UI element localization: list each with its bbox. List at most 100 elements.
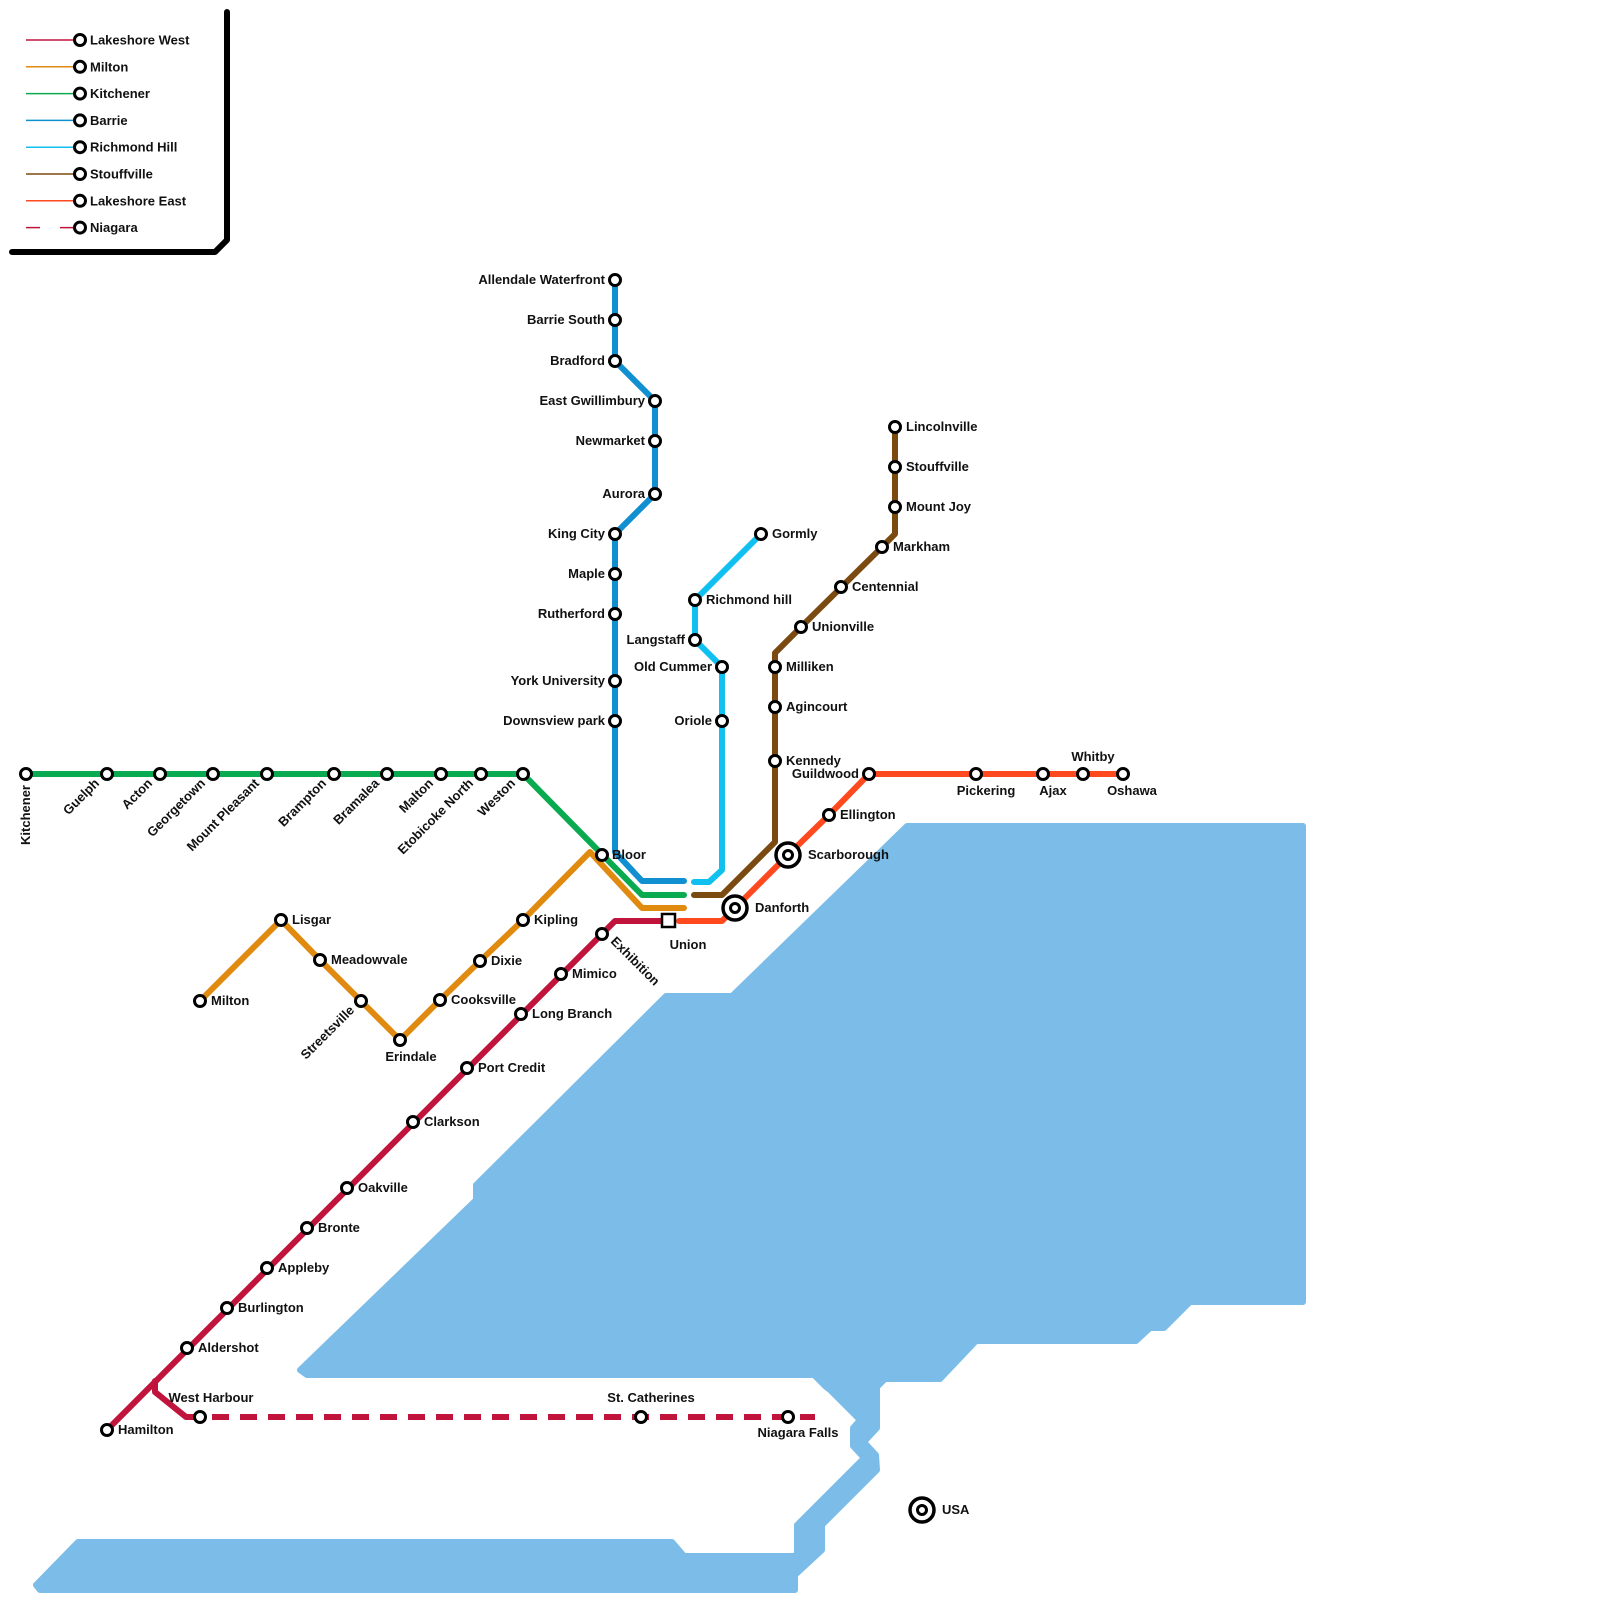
station-kitchener[interactable] [19,767,33,781]
station-oriole[interactable] [715,714,729,728]
station-dixie[interactable] [473,954,487,968]
station-kipling[interactable] [516,913,530,927]
station-lisgar[interactable] [274,913,288,927]
station-lincolnville[interactable] [888,420,902,434]
station-guelph[interactable] [100,767,114,781]
station-exhibition[interactable] [595,927,609,941]
station-agincourt[interactable] [768,700,782,714]
station-aurora[interactable] [648,487,662,501]
station-richmond-hill[interactable] [688,593,702,607]
station-bloor[interactable] [595,848,609,862]
station-clarkson[interactable] [406,1115,420,1129]
station-kennedy[interactable] [768,754,782,768]
station-etobicoke-north[interactable] [474,767,488,781]
label-guildwood: Guildwood [792,766,859,781]
station-centennial[interactable] [834,580,848,594]
legend-label: Lakeshore East [90,193,187,208]
station-rutherford[interactable] [608,607,622,621]
label-st-catherines: St. Catherines [607,1390,694,1405]
station-york-university[interactable] [608,674,622,688]
station-georgetown[interactable] [206,767,220,781]
label-kitchener: Kitchener [18,785,33,845]
station-union[interactable] [660,912,677,929]
station-whitby[interactable] [1076,767,1090,781]
station-bradford[interactable] [608,354,622,368]
station-stouffville[interactable] [888,460,902,474]
station-king-city[interactable] [608,527,622,541]
legend-item-stouffville: Stouffville [26,167,153,182]
station-cooksville[interactable] [433,993,447,1007]
station-scarborough[interactable] [774,841,802,869]
station-acton[interactable] [153,767,167,781]
station-west-harbour[interactable] [193,1410,207,1424]
label-bronte: Bronte [318,1220,360,1235]
station-oakville[interactable] [340,1181,354,1195]
label-ellington: Ellington [840,807,896,822]
legend-label: Stouffville [90,167,153,182]
station-danforth[interactable] [721,894,749,922]
station-gormly[interactable] [754,527,768,541]
station-hamilton[interactable] [100,1423,114,1437]
label-kipling: Kipling [534,912,578,927]
label-brampton: Brampton [275,775,329,829]
station-mount-pleasant[interactable] [260,767,274,781]
station-markham[interactable] [875,540,889,554]
station-mount-joy[interactable] [888,500,902,514]
station-streetsville[interactable] [354,994,368,1008]
station-milliken[interactable] [768,660,782,674]
label-bloor: Bloor [612,847,646,862]
station-st-catherines[interactable] [634,1410,648,1424]
station-milton[interactable] [193,994,207,1008]
station-bronte[interactable] [300,1221,314,1235]
station-meadowvale[interactable] [313,953,327,967]
label-cooksville: Cooksville [451,992,516,1007]
station-ellington[interactable] [822,808,836,822]
station-guildwood[interactable] [862,767,876,781]
station-maple[interactable] [608,567,622,581]
station-erindale[interactable] [393,1033,407,1047]
label-mimico: Mimico [572,966,617,981]
station-langstaff[interactable] [688,633,702,647]
richmond-hill-line [691,531,764,885]
legend-label: Niagara [90,220,138,235]
label-downsview-park: Downsview park [503,713,606,728]
label-scarborough: Scarborough [808,847,889,862]
legend-item-milton: Milton [26,59,128,74]
station-burlington[interactable] [220,1301,234,1315]
station-bramalea[interactable] [380,767,394,781]
station-newmarket[interactable] [648,434,662,448]
station-barrie-south[interactable] [608,313,622,327]
station-east-gwillimbury[interactable] [648,394,662,408]
legend-station-marker [73,59,87,74]
station-pickering[interactable] [969,767,983,781]
legend-label: Lakeshore West [90,33,190,48]
lake-ontario [33,823,1306,1593]
station-downsview-park[interactable] [608,714,622,728]
label-barrie-south: Barrie South [527,312,605,327]
station-aldershot[interactable] [180,1341,194,1355]
label-meadowvale: Meadowvale [331,952,408,967]
legend-item-richmond-hill: Richmond Hill [26,140,177,155]
label-ajax: Ajax [1039,783,1067,798]
label-allendale-waterfront: Allendale Waterfront [478,272,605,287]
station-long-branch[interactable] [514,1007,528,1021]
station-mimico[interactable] [554,967,568,981]
station-malton[interactable] [434,767,448,781]
station-old-cummer[interactable] [715,660,729,674]
station-appleby[interactable] [260,1261,274,1275]
label-lincolnville: Lincolnville [906,419,978,434]
station-weston[interactable] [516,767,530,781]
station-port-credit[interactable] [460,1061,474,1075]
station-unionville[interactable] [794,620,808,634]
station-allendale-waterfront[interactable] [608,273,622,287]
usa-marker[interactable] [908,1496,936,1524]
label-king-city: King City [548,526,606,541]
legend-station-marker [73,33,87,47]
station-oshawa[interactable] [1116,767,1130,781]
kitchener-line [23,771,687,898]
station-brampton[interactable] [327,767,341,781]
station-ajax[interactable] [1036,767,1050,781]
station-niagara-falls[interactable] [781,1410,795,1424]
